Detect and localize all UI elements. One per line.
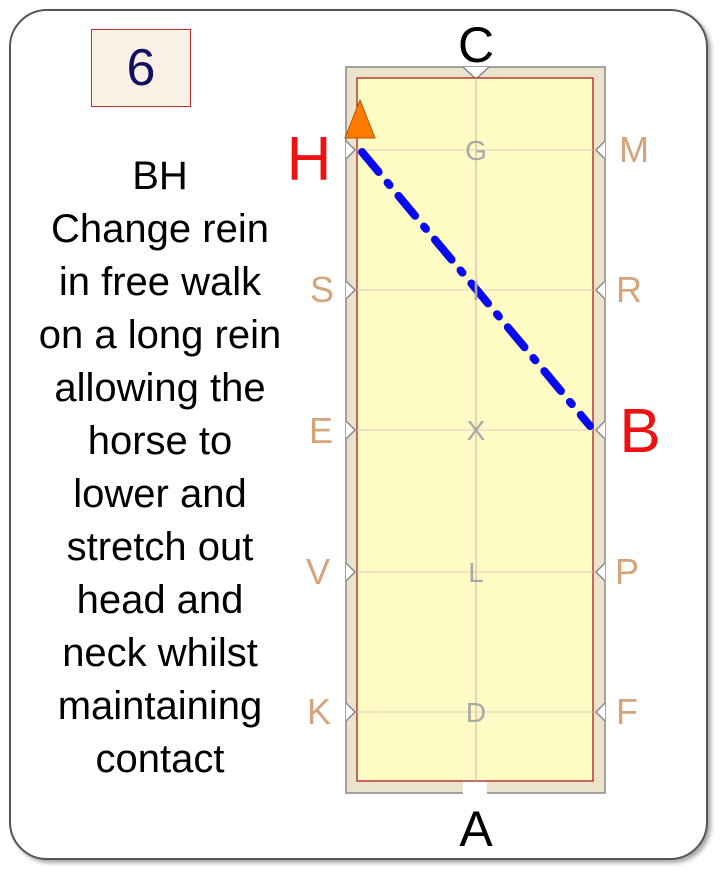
- instruction-line: lower and: [73, 472, 247, 516]
- a-entry-gap: [463, 780, 487, 796]
- letter-h: H: [287, 125, 332, 194]
- letter-e: E: [309, 410, 333, 451]
- letter-i: I: [472, 275, 480, 306]
- start-arrow-marker: [344, 98, 376, 139]
- letter-r: R: [616, 269, 642, 310]
- instruction-line: head and: [76, 578, 244, 622]
- instruction-line: allowing the: [54, 366, 266, 410]
- letter-k: K: [307, 691, 331, 732]
- instruction-line: BH: [132, 154, 188, 198]
- arena-guide-lines: [357, 78, 593, 781]
- instruction-line: on a long rein: [38, 313, 282, 357]
- letter-s: S: [310, 269, 334, 310]
- instruction-line: Change rein: [51, 207, 269, 251]
- instruction-line: maintaining: [57, 684, 263, 728]
- movement-number: 6: [126, 39, 156, 97]
- letter-g: G: [465, 135, 487, 166]
- letter-m: M: [619, 129, 649, 170]
- letter-p: P: [615, 551, 639, 592]
- letter-c: C: [458, 17, 494, 73]
- instruction-line: horse to: [87, 419, 233, 463]
- letter-x: X: [467, 415, 486, 446]
- route-line: [358, 148, 594, 430]
- instruction-line: stretch out: [66, 525, 254, 569]
- instruction-line: in free walk: [58, 260, 262, 304]
- instruction-line: contact: [95, 737, 225, 781]
- letter-f: F: [616, 691, 638, 732]
- letter-a: A: [459, 801, 493, 857]
- movement-instruction: BH Change rein in free walk on a long rein a…: [10, 150, 310, 786]
- letter-b: B: [619, 397, 660, 466]
- letter-d: D: [466, 697, 486, 728]
- instruction-line: neck whilst: [62, 631, 258, 675]
- letter-v: V: [306, 551, 330, 592]
- movement-number-box: 6: [91, 29, 191, 107]
- letter-l: L: [468, 557, 484, 588]
- side-marker-notches: [345, 140, 606, 722]
